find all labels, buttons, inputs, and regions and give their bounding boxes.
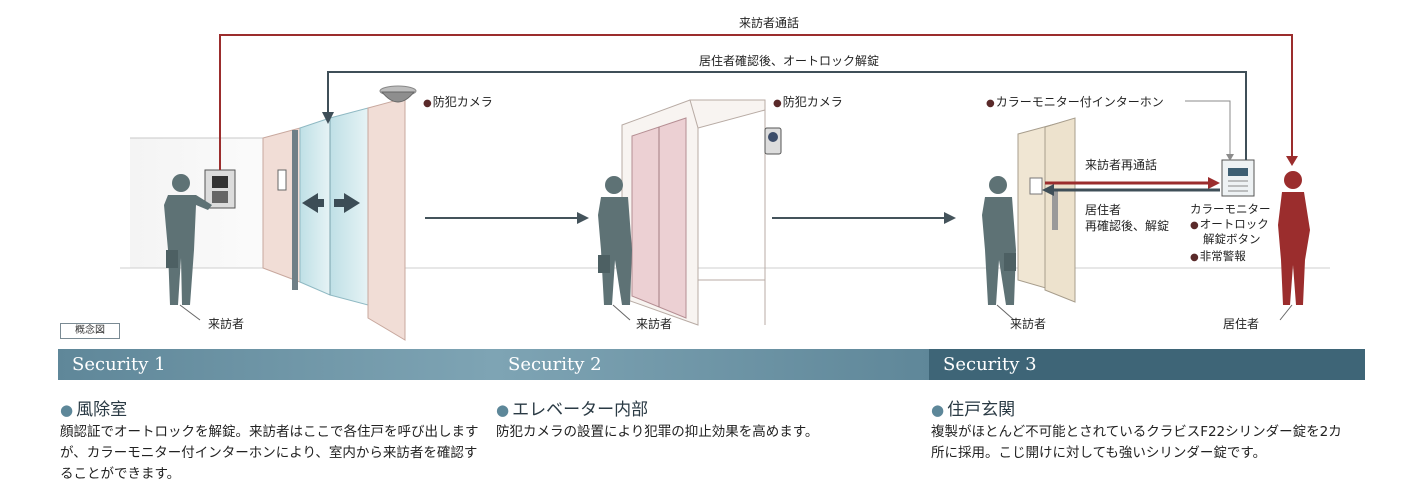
monitor-item-alarm: 非常警報: [1190, 248, 1246, 264]
recheck-unlock-label-2: 再確認後、解錠: [1085, 219, 1170, 233]
section-1-body: 顔認証でオートロックを解錠。来訪者はここで各住戸を呼び出しますが、カラーモニター…: [60, 424, 479, 482]
security-concept-diagram: [120, 34, 1330, 341]
visitor-call-label: 来訪者通話: [738, 16, 800, 30]
section-3-body: 複製がほとんど不可能とされているクラビスF22シリンダー錠を2カ所に採用。こじ開…: [931, 424, 1342, 461]
resident-confirm-line: [327, 71, 1247, 160]
bullet-icon: ●: [931, 401, 945, 419]
security-band-1: Security 1: [58, 349, 494, 380]
visitor-label-2: 来訪者: [636, 317, 673, 331]
security-band-3: Security 3: [929, 349, 1365, 380]
bullet-icon: ●: [496, 401, 510, 419]
entrance-intercom-panel: [204, 169, 236, 209]
color-monitor-icon: [1221, 159, 1255, 197]
resident-confirm-unlock-label: 居住者確認後、オートロック解錠: [698, 54, 880, 68]
elevator-scene: [621, 99, 782, 326]
resident-label: 居住者: [1223, 317, 1260, 331]
entrance-scene: [204, 85, 417, 341]
monitor-item-autolock: オートロック: [1190, 216, 1269, 232]
resident-figure: [1278, 171, 1310, 305]
visitor-figure-1: [164, 174, 212, 305]
visitor-call-line: [219, 34, 1293, 170]
visitor-figure-2: [598, 176, 632, 305]
section-1-title: ●風除室: [60, 395, 127, 420]
monitor-item-unlock-button: 解錠ボタン: [1203, 232, 1261, 246]
camera-label-1-text: 防犯カメラ: [432, 95, 493, 109]
people: [164, 171, 1310, 305]
monitor-title: カラーモニター: [1190, 202, 1271, 216]
section-3-title: ●住戸玄関: [931, 395, 1015, 420]
section-2-body: 防犯カメラの設置により犯罪の抑止効果を高めます。: [496, 424, 819, 440]
elevator-camera-icon: [764, 127, 782, 155]
bullet-icon: ●: [60, 401, 74, 419]
camera-label-1: 防犯カメラ: [423, 93, 493, 110]
monitor-item-autolock-text: オートロック: [1199, 217, 1269, 231]
section-2-title-text: エレベーター内部: [512, 400, 649, 420]
concept-diagram-tag: 概念図: [60, 323, 120, 339]
visitor-label-3: 来訪者: [1010, 317, 1047, 331]
dome-camera-icon: [379, 85, 417, 103]
visitor-label-1: 来訪者: [208, 317, 245, 331]
section-3-title-text: 住戸玄関: [947, 400, 1016, 420]
intercom-label-text: カラーモニター付インターホン: [995, 95, 1164, 109]
recheck-unlock-label-1: 居住者: [1085, 203, 1122, 217]
label-leaders: [179, 304, 1293, 321]
section-2-title: ●エレベーター内部: [496, 395, 648, 420]
camera-label-2: 防犯カメラ: [773, 93, 843, 110]
security-band-2: Security 2: [494, 349, 929, 380]
camera-label-2-text: 防犯カメラ: [782, 95, 843, 109]
monitor-item-alarm-text: 非常警報: [1199, 249, 1246, 263]
visitor-figure-3: [982, 176, 1016, 305]
section-1-title-text: 風除室: [76, 400, 128, 420]
flow-lines: [219, 34, 1298, 224]
unit-door-scene: [1017, 117, 1255, 303]
visitor-recall-label: 来訪者再通話: [1085, 158, 1158, 172]
intercom-label: カラーモニター付インターホン: [986, 93, 1164, 110]
